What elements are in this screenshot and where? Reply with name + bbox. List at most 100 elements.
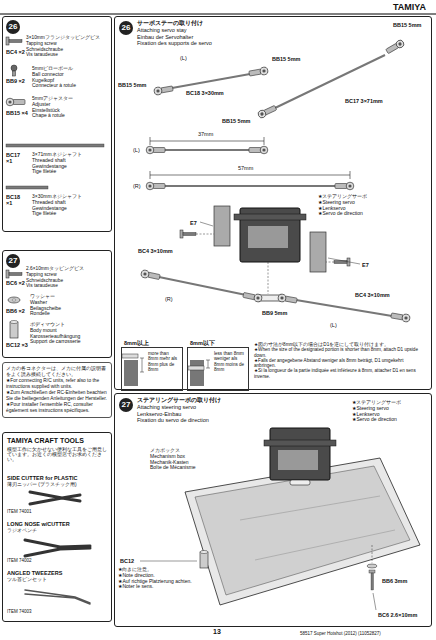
part-label: BB15 5mm (393, 22, 421, 28)
label-group: ★向きに注意。★Note direction.★Auf richtige Pla… (118, 567, 200, 590)
label-group: BC4 ×2 (6, 49, 25, 55)
part-label: BC18 3×30mm (186, 90, 224, 96)
label-group: BC17 3×71mm (345, 98, 383, 104)
part-label: BC6 2.6×10mm (378, 612, 417, 618)
part-label: ★Si la longueur de la partie indiquée es… (254, 368, 426, 379)
part-label: (R) (165, 296, 173, 302)
part-label: Vis taraudeuse (26, 52, 58, 58)
part-label: 58517 Super Hotshot (2012) (11052827) (300, 631, 381, 636)
part-label: BB15 5mm (222, 118, 250, 124)
part-label: Rondelle (30, 311, 50, 317)
label-group: 3×10mmフランジタッピングビスTapping screwSchneidsch… (26, 35, 100, 58)
rod-assembled (146, 137, 354, 190)
part-label: ×1 (6, 158, 12, 164)
panel-box: TAMIYA CRAFT TOOLS模型工作に欠かせない便利な工具をご用意してい… (2, 432, 112, 622)
parts-icons (6, 37, 104, 338)
label-group: ワッシャーWasherBeilagscheibeRondelle (30, 294, 61, 317)
node-text: 8mm以上 (124, 340, 149, 346)
tool-icons (25, 492, 90, 604)
node-text: ITEM 74003 (7, 609, 32, 614)
part-label: ★Servo de direction (352, 417, 397, 423)
part-label: Connecteur à rotule (32, 83, 76, 89)
label-group: ★ステアリングサーボ★Steering servo★Lenkservo★Serv… (318, 194, 367, 217)
label-group: BC4 3×10mm (138, 248, 173, 254)
label-group: BB15 ×4 (6, 110, 28, 116)
inset-box: 8mm以上more than 8mm mehr als 8mm plus de … (121, 347, 183, 391)
part-label: BB15 ×4 (6, 110, 28, 116)
label-group: BC18 3×30mm (186, 90, 224, 96)
part-label: BB6 3mm (382, 578, 407, 584)
node-text: less than 8mm weniger als 8mm moins de 8… (214, 351, 246, 372)
label-group: BB15 5mm (118, 82, 146, 88)
part-label: BB9 ×2 (6, 78, 25, 84)
label-group: 3×71mmネジシャフトThreaded shaftGewindestangeT… (32, 152, 82, 175)
part-label: BC4 ×2 (6, 49, 25, 55)
step-number: 27 (119, 398, 133, 412)
panel-box: 27 ステアリングサーボの取り付けAttaching steering servo… (114, 393, 432, 627)
node-text: メカの各コネクターは、メカに付属の説明書をよく読み接続してください。 (6, 366, 108, 377)
label-group: (L) (330, 322, 337, 328)
node-text: ★Zum Anschließen der RC-Einheiten beacht… (6, 390, 108, 401)
part-label: Support de carrosserie (30, 339, 81, 345)
node-text: ステアリングサーボの取り付け (137, 397, 221, 404)
label-group: BB9 5mm (262, 310, 287, 316)
node-text: ITEM 74001 (7, 509, 32, 514)
label-group: 58517 Super Hotshot (2012) (11052827) (300, 631, 381, 636)
part-label: 37mm (198, 131, 213, 137)
part-label: (L) (133, 147, 140, 153)
node-text: ★Pour installer l'ensemble RC, consulter… (6, 402, 108, 413)
node-text: 8mm以下 (190, 340, 215, 346)
node-text: ラジオペンチ (7, 528, 37, 534)
label-group: BB6 3mm (382, 578, 407, 584)
node-text: Fixation du servo de direction (137, 417, 209, 423)
label-group: 57mm (238, 165, 253, 171)
node-text: ANGLED TWEEZERS (7, 570, 62, 576)
part-label: Tige filetée (32, 169, 56, 175)
label-group: 5mmアジャスターAdjusterEinstellstückChape à ro… (32, 96, 73, 119)
label-group: BC12 (120, 558, 134, 564)
label-group: BB9 ×2 (6, 78, 25, 84)
label-group: BB15 5mm (222, 118, 250, 124)
label-group: BB15 5mm (272, 56, 300, 62)
part-label: BC4 3×10mm (138, 248, 173, 254)
part-label: ★When the size of the designated portion… (254, 347, 426, 358)
node-text: Fixation des supports de servo (137, 40, 212, 46)
node-text: 薄刃ニッパー (プラスチック用) (7, 482, 77, 488)
label-group: 13 (213, 628, 221, 636)
panel-box: メカの各コネクターは、メカに付属の説明書をよく読み接続してください。★For c… (2, 362, 112, 418)
label-group: メカボックスMechanism boxMechanik-KastenBoîte … (150, 448, 196, 471)
part-label: BC4 3×10mm (355, 292, 390, 298)
node-text: Lenkservo-Einbau (137, 411, 181, 417)
part-label: Tige filetée (32, 211, 56, 217)
part-label: Boîte de Mécanisme (150, 465, 196, 471)
part-label: (L) (180, 55, 187, 61)
label-group: BB15 5mm (393, 22, 421, 28)
step-number: 27 (6, 254, 20, 268)
part-label: ×1 (6, 200, 12, 206)
rod-exploded (154, 39, 406, 119)
part-label: E7 (190, 220, 197, 226)
servo-26 (140, 206, 410, 322)
label-group: (L) (133, 147, 140, 153)
label-group: 2.6×10mmタッピングビスTapping screwSchneidschra… (26, 266, 84, 289)
part-label: BB9 5mm (262, 310, 287, 316)
part-label: TAMIYA (393, 2, 426, 12)
label-group: E7 (362, 262, 369, 268)
header-rule (0, 14, 436, 15)
step-number: 26 (6, 20, 20, 34)
node-text: more than 8mm mehr als 8mm plus de 8mm (148, 351, 180, 372)
label-group: (R) (133, 183, 141, 189)
part-label: BC6 ×2 (6, 280, 25, 286)
node-text: ツル首ピンセット (7, 577, 47, 583)
part-label: BC12 ×3 (6, 342, 28, 348)
part-label: BB15 5mm (118, 82, 146, 88)
step-number: 26 (119, 21, 133, 35)
label-group: BC6 2.6×10mm (378, 612, 417, 618)
panel-box: 26サーボステーの取り付けAttaching servo stayEinbau … (114, 16, 432, 390)
label-group: 37mm (198, 131, 213, 137)
label-group: BC6 ×2 (6, 280, 25, 286)
part-label: BB6 ×2 (6, 308, 25, 314)
label-group: E7 (190, 220, 197, 226)
node-text: Attaching steering servo (137, 404, 196, 410)
